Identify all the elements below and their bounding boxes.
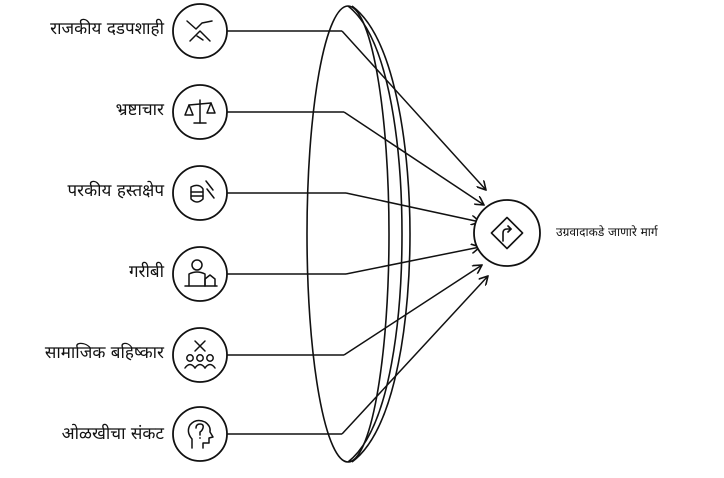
turn-right-sign-icon <box>490 216 524 250</box>
factor-label-foreign-intervention: परकीय हस्तक्षेप <box>67 181 164 201</box>
outcome-node <box>473 199 541 267</box>
factor-label-social-exclusion: सामाजिक बहिष्कार <box>44 343 164 363</box>
lens-shape <box>306 5 411 463</box>
factor-icons <box>172 3 228 462</box>
excluded-group-icon <box>172 327 228 383</box>
scales-icon <box>172 84 228 140</box>
arrow-to-outcome <box>341 30 486 190</box>
arrow-to-outcome <box>343 111 484 205</box>
fist-icon <box>172 165 228 221</box>
arrow-to-outcome <box>341 276 488 435</box>
factor-label-identity-crisis: ओळखीचा संकट <box>61 424 164 444</box>
factor-label-political-repression: राजकीय दडपशाही <box>50 19 164 39</box>
factor-label-corruption: भ्रष्टाचार <box>115 100 164 120</box>
broken-handshake-icon <box>172 3 228 59</box>
arrow-to-outcome <box>345 247 480 275</box>
connectors <box>227 30 488 435</box>
outcome-label: उग्रवादाकडे जाणारे मार्ग <box>556 225 658 239</box>
factor-label-poverty: गरीबी <box>128 262 164 282</box>
question-head-icon <box>172 406 228 462</box>
arrow-to-outcome <box>343 265 482 356</box>
arrow-to-outcome <box>345 192 480 222</box>
poor-person-icon <box>172 246 228 302</box>
